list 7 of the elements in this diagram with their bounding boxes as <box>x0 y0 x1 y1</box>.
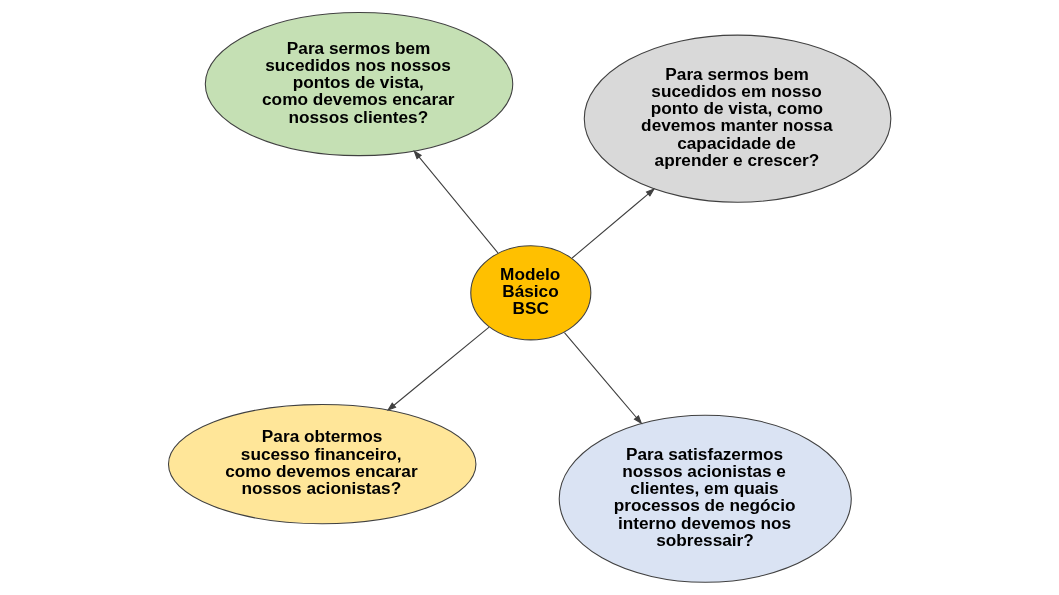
arrow <box>386 326 490 412</box>
node-ellipse: Para sermos bem sucedidos nos nossos pontos de vista, como devemos encarar nossos clientes? <box>204 11 514 157</box>
arrow <box>563 332 643 425</box>
node-ellipse: Modelo Básico BSC <box>470 245 592 341</box>
arrow <box>413 149 499 254</box>
node-ellipse: Para sermos bem sucedidos em nosso ponto de vista, como devemos manter nossa capacidade de aprender e crescer? <box>583 34 892 203</box>
arrow <box>571 188 656 259</box>
